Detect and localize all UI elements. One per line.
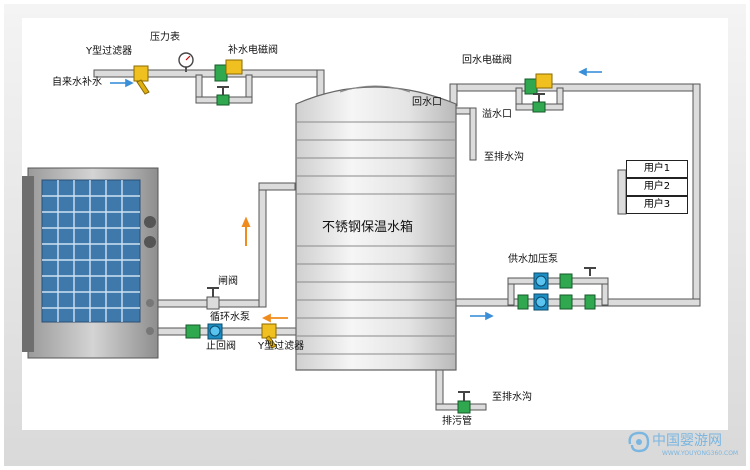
label-pressure-gauge: 压力表 — [150, 32, 180, 43]
watermark-logo-icon — [628, 431, 650, 453]
user-box-1: 用户1 — [626, 160, 688, 178]
check-valve-icon — [185, 324, 201, 339]
drain-valve-icon — [457, 391, 471, 414]
pipe-pump-upper — [507, 277, 609, 285]
label-tap-water-inlet: 自来水补水 — [52, 77, 102, 88]
arrow-circulation-icon — [261, 313, 288, 323]
y-filter-top-icon — [133, 65, 150, 95]
circulation-pump-icon — [207, 323, 223, 340]
label-y-filter-top: Y型过滤器 — [86, 46, 133, 57]
label-return-port: 回水口 — [412, 97, 442, 108]
gate-valve-icon — [206, 287, 220, 310]
tank-title: 不锈钢保温水箱 — [322, 220, 414, 235]
makeup-bypass-valve-icon — [216, 86, 230, 106]
label-return-solenoid: 回水电磁阀 — [462, 55, 512, 66]
pressure-gauge-icon — [178, 52, 194, 72]
label-to-drain-top: 至排水沟 — [484, 152, 524, 163]
heat-pump-unit — [22, 167, 159, 359]
fittings — [133, 52, 596, 414]
label-y-filter-bottom: Y型过滤器 — [258, 341, 305, 352]
arrow-makeup-icon — [110, 78, 134, 88]
pipe-makeup-main — [93, 69, 325, 78]
booster-pump-lower-icon — [533, 293, 573, 311]
user-box-3: 用户3 — [626, 196, 688, 214]
booster-pump-upper-icon — [533, 272, 573, 290]
label-booster-pump: 供水加压泵 — [508, 254, 558, 265]
y-filter-bottom-icon — [261, 323, 277, 349]
label-circulation-pump: 循环水泵 — [210, 312, 250, 323]
label-overflow-port: 溢水口 — [482, 109, 512, 120]
return-bypass-valve-icon — [532, 93, 546, 113]
pipe-hp-to-tank — [258, 182, 296, 191]
arrow-supply-icon — [470, 311, 494, 321]
label-check-valve: 止回阀 — [206, 341, 236, 352]
label-gate-valve: 闸阀 — [218, 276, 238, 287]
pipe-return-right — [692, 83, 701, 307]
supply-valve-icons — [517, 267, 596, 310]
watermark-brand: 中国婴游网 — [652, 433, 722, 449]
arrow-riser-icon — [241, 216, 251, 246]
heat-pump-fin-grid — [42, 180, 140, 322]
hp-port-lower — [144, 236, 156, 248]
pipe-supply-main — [455, 298, 701, 307]
water-tank — [295, 85, 457, 371]
label-sewage-pipe: 排污管 — [442, 416, 472, 427]
pipe-hp-riser — [258, 182, 267, 308]
user-box-2: 用户2 — [626, 178, 688, 196]
tank-bands — [296, 121, 456, 355]
pipe-user-riser — [617, 169, 627, 215]
makeup-solenoid-icon — [214, 59, 243, 82]
arrow-return-icon — [578, 67, 602, 77]
return-solenoid-icon — [524, 73, 553, 95]
flow-arrows — [110, 67, 602, 323]
label-to-drain-bottom: 至排水沟 — [492, 392, 532, 403]
label-makeup-solenoid: 补水电磁阀 — [228, 45, 278, 56]
watermark-url: WWW.YOUYONG360.COM — [662, 450, 739, 457]
pipe-return-top — [449, 83, 701, 92]
pipe-overflow-down — [469, 107, 477, 161]
hp-port-upper — [144, 216, 156, 228]
